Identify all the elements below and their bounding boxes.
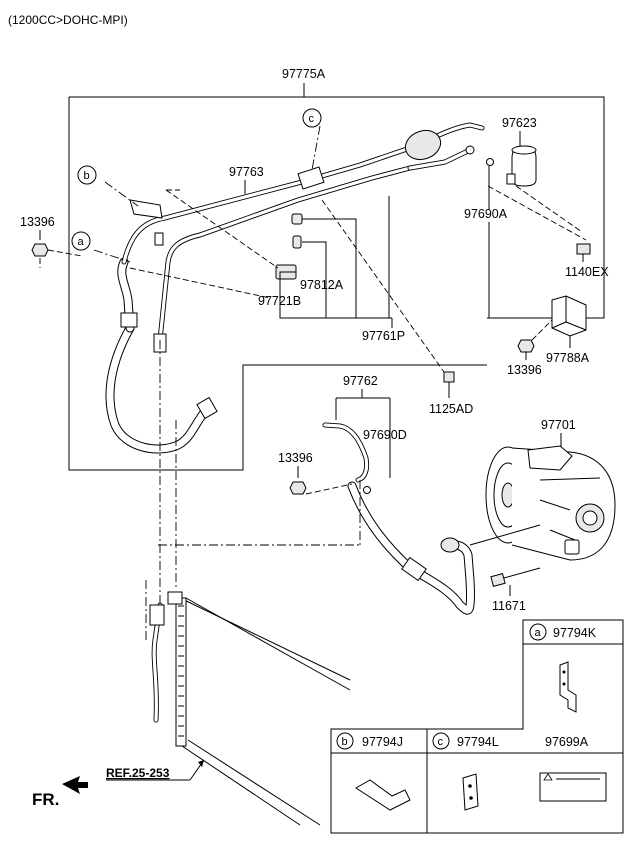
front-direction-label: FR.	[32, 790, 59, 809]
legend-c-code: 97794L	[457, 735, 499, 749]
bolt-1140EX	[576, 243, 591, 255]
receiver-drier-97623	[506, 145, 537, 187]
o-ring-97690D	[363, 486, 371, 494]
legend-b-code: 97794J	[362, 735, 403, 749]
bracket-97794L	[462, 773, 479, 811]
callout-c	[302, 108, 322, 128]
bolt-11671	[490, 567, 541, 587]
bracket-97794K	[559, 661, 577, 713]
legend-a-code: 97794K	[553, 626, 597, 640]
label-97775A: 97775A	[282, 67, 326, 81]
suction-hose-assembly	[105, 122, 494, 454]
engine-spec-header: (1200CC>DOHC-MPI)	[8, 13, 128, 27]
bracket-b	[129, 199, 163, 219]
label-13396-right: 13396	[507, 363, 542, 377]
discharge-hose-97762	[322, 422, 475, 615]
bolt-1125AD	[443, 371, 455, 398]
assembly-outline	[68, 96, 605, 471]
label-97690D: 97690D	[363, 428, 407, 442]
svg-text:a: a	[535, 627, 542, 639]
front-arrow-icon	[62, 776, 88, 794]
label-97623: 97623	[502, 116, 537, 130]
label-97701: 97701	[541, 418, 576, 432]
hose-clamp	[120, 312, 138, 328]
nut-13396-mid	[289, 481, 307, 495]
svg-text:c: c	[309, 113, 315, 125]
label-97788A: 97788A	[546, 351, 590, 365]
nut-13396-right	[517, 339, 535, 353]
bracket-c	[297, 166, 325, 190]
svg-text:a: a	[78, 236, 85, 248]
condenser	[149, 591, 351, 826]
svg-text:c: c	[438, 736, 444, 748]
label-13396-mid: 13396	[278, 451, 313, 465]
caution-label-97699A	[539, 772, 607, 802]
label-1125AD: 1125AD	[429, 402, 473, 416]
service-port-fitting	[404, 129, 442, 161]
label-97690A: 97690A	[464, 207, 508, 221]
legend-label-code: 97699A	[545, 735, 589, 749]
o-ring-97690A	[486, 158, 494, 166]
compressor-97701	[485, 445, 616, 561]
reference-label: REF.25-253	[106, 766, 170, 780]
label-13396-left: 13396	[20, 215, 55, 229]
label-97762: 97762	[343, 374, 378, 388]
cap-part	[291, 213, 303, 225]
label-1140EX: 1140EX	[565, 265, 609, 279]
valve-core-part	[292, 235, 302, 249]
label-97761P: 97761P	[362, 329, 405, 343]
bracket-97794J	[355, 779, 411, 811]
condenser-tank	[175, 597, 187, 747]
svg-text:b: b	[84, 170, 90, 182]
label-97812A: 97812A	[300, 278, 344, 292]
legend-table: a 97794K b 97794J c 97794L 97699A	[330, 619, 624, 834]
label-97763: 97763	[229, 165, 264, 179]
callout-a	[71, 231, 91, 251]
label-97721B: 97721B	[258, 294, 301, 308]
nut-13396-left	[31, 243, 49, 257]
svg-text:b: b	[342, 736, 348, 748]
callout-b	[77, 165, 97, 185]
label-11671: 11671	[492, 599, 526, 613]
cover-97788A	[551, 295, 587, 337]
